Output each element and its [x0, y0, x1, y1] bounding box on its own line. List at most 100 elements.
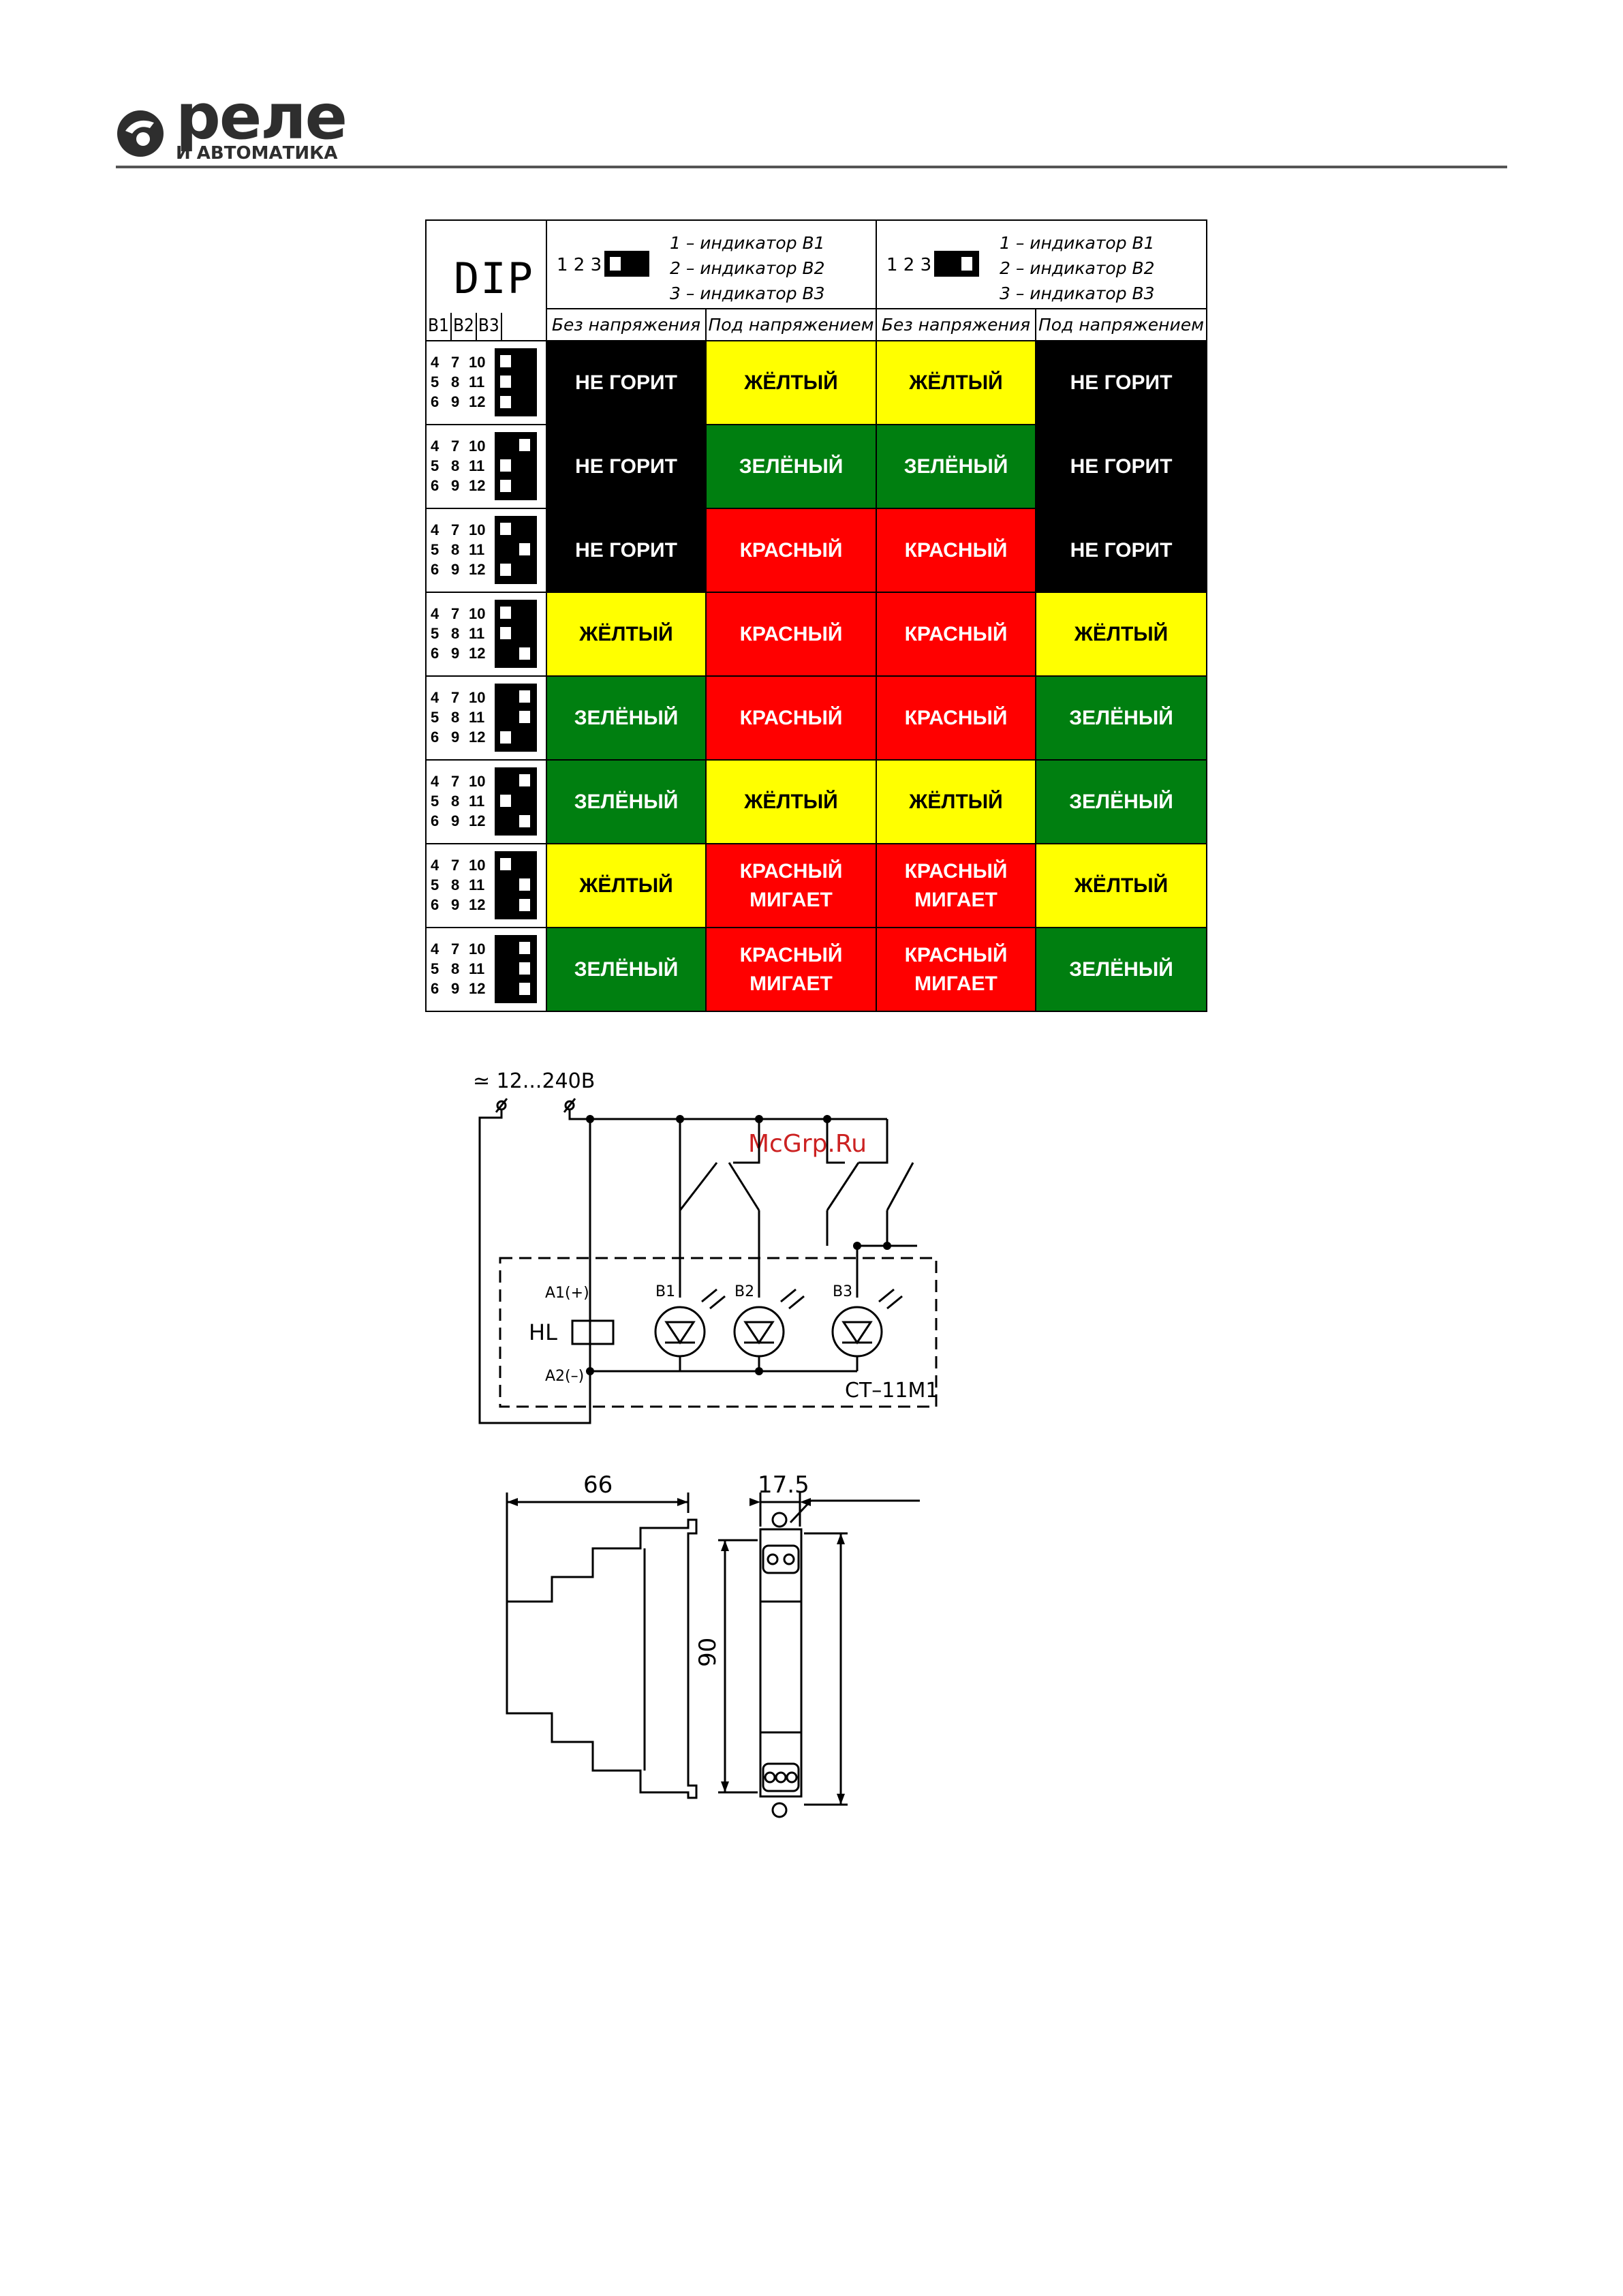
contact-number: 11: [469, 457, 485, 474]
indicator-state-text: КРАСНЫЙ: [739, 943, 843, 966]
logo-icon: [117, 110, 164, 157]
dip-switch-icon: [495, 432, 537, 500]
contact-number: 10: [469, 521, 486, 538]
indicator-state-cell: ЗЕЛЁНЫЙ: [705, 424, 877, 509]
contact-number: 10: [469, 940, 486, 958]
dip-switch-icon: [495, 348, 537, 416]
indicator-state-text: ЖЁЛТЫЙ: [579, 622, 673, 645]
contact-number: 8: [451, 541, 460, 558]
contact-number: 5: [431, 876, 439, 893]
contact-number: 6: [431, 561, 439, 578]
contact-number: 5: [431, 541, 439, 558]
legend-line: 2 – индикатор В2: [1000, 258, 1155, 278]
dip-switch-icon: [495, 767, 537, 836]
mode-1-legend: 1 – индикатор В1 2 – индикатор В2 3 – ин…: [670, 230, 825, 306]
indicator-state-cell: НЕ ГОРИТ: [1035, 508, 1207, 593]
contact-number: 12: [469, 561, 486, 578]
indicator-state-cell: ЖЁЛТЫЙ: [1035, 592, 1207, 677]
device-label: CT–11M1: [845, 1379, 938, 1403]
contact-number: 5: [431, 457, 439, 474]
contact-number: 10: [469, 438, 486, 455]
indicator-state-cell: ЗЕЛЁНЫЙ: [546, 675, 707, 761]
contact-numbers: 4 5 6: [431, 520, 439, 579]
indicator-state-cell: КРАСНЫЙ: [876, 675, 1036, 761]
contact-number: 9: [451, 896, 460, 913]
depth-dimension: 17.5: [758, 1471, 809, 1499]
contact-number: 11: [469, 373, 485, 391]
indicator-state-text: МИГАЕТ: [914, 972, 998, 995]
indicator-state-text: НЕ ГОРИТ: [1070, 538, 1173, 562]
indicator-state-cell: ЖЁЛТЫЙ: [876, 340, 1036, 425]
contact-number: 9: [451, 393, 460, 410]
legend-line: 3 – индикатор В3: [1000, 284, 1155, 303]
legend-line: 2 – индикатор В2: [670, 258, 825, 278]
header-rule: [116, 166, 1507, 168]
indicator-state-text: ЖЁЛТЫЙ: [744, 790, 838, 813]
contact-number: 8: [451, 373, 460, 391]
contact-number: 10: [469, 689, 486, 706]
dip-switch-icon: [495, 684, 537, 752]
contact-number: 10: [469, 773, 486, 790]
indicator-state-cell: НЕ ГОРИТ: [546, 340, 707, 425]
indicator-state-text: КРАСНЫЙ: [739, 859, 843, 883]
legend-line: 1 – индикатор В1: [1000, 233, 1155, 253]
contact-numbers: 7 8 9: [451, 436, 459, 495]
contact-number: 6: [431, 896, 439, 913]
indicator-state-cell: ЖЁЛТЫЙ: [546, 843, 707, 928]
contact-number: 7: [451, 605, 460, 622]
contact-number: 11: [469, 709, 485, 726]
indicator-state-cell: НЕ ГОРИТ: [546, 424, 707, 509]
b2-label: B2: [452, 313, 477, 340]
terminal-a1-label: A1(+): [545, 1285, 589, 1302]
contact-number: 9: [451, 477, 460, 494]
contact-number: 4: [431, 521, 439, 538]
indicator-state-cell: ЗЕЛЁНЫЙ: [1035, 675, 1207, 761]
terminal-a2-label: A2(–): [545, 1368, 584, 1385]
contact-number: 4: [431, 605, 439, 622]
contact-number: 11: [469, 541, 485, 558]
contact-number: 12: [469, 393, 486, 410]
led-b2-label: B2: [735, 1283, 754, 1300]
contact-number: 12: [469, 896, 486, 913]
contact-number: 8: [451, 709, 460, 726]
contact-number: 5: [431, 625, 439, 642]
contact-number: 11: [469, 876, 485, 893]
contact-number: 7: [451, 354, 460, 371]
indicator-state-text: НЕ ГОРИТ: [1070, 371, 1173, 394]
indicator-state-cell: НЕ ГОРИТ: [546, 508, 707, 593]
contact-number: 4: [431, 438, 439, 455]
contact-number: 6: [431, 980, 439, 997]
indicator-state-cell: НЕ ГОРИТ: [1035, 340, 1207, 425]
contact-number: 5: [431, 960, 439, 977]
dip-switch-icon: [495, 935, 537, 1003]
contact-number: 9: [451, 561, 460, 578]
contact-number: 8: [451, 457, 460, 474]
led-b1-label: B1: [655, 1283, 675, 1300]
contact-number: 5: [431, 373, 439, 391]
indicator-state-text: НЕ ГОРИТ: [575, 371, 677, 394]
contact-numbers: 4 5 6: [431, 939, 439, 998]
contact-number: 7: [451, 438, 460, 455]
mode-2-legend: 1 – индикатор В1 2 – индикатор В2 3 – ин…: [1000, 230, 1155, 306]
indicator-state-text: ЗЕЛЁНЫЙ: [574, 958, 679, 981]
b3-label: B3: [477, 313, 502, 340]
contact-number: 6: [431, 645, 439, 662]
contact-number: 4: [431, 940, 439, 958]
dip-switch-icon: [495, 851, 537, 919]
